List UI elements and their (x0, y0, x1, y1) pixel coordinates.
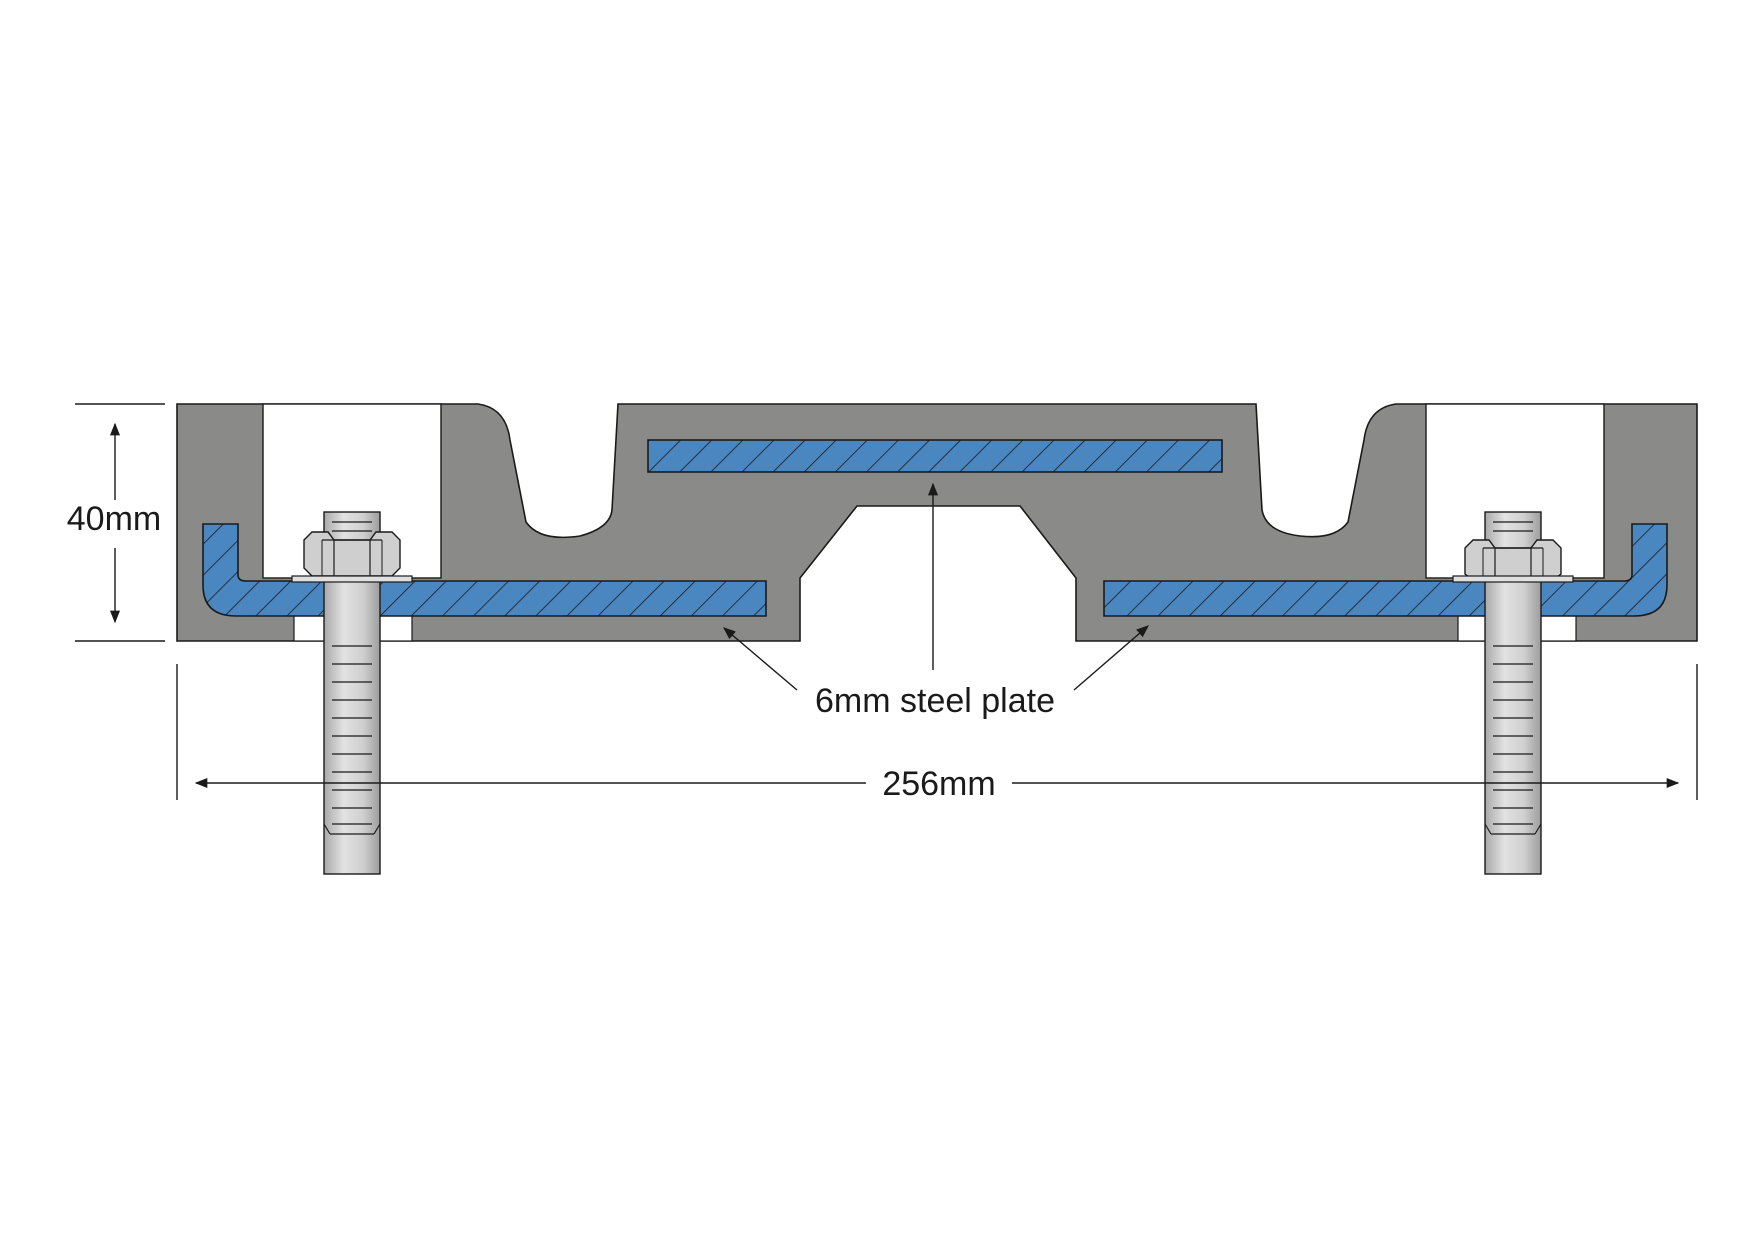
top-steel-plate (647, 439, 1223, 473)
callout-label: 6mm steel plate (815, 682, 1055, 720)
height-dimension (75, 403, 165, 642)
callout-leaders (723, 482, 1149, 691)
left-washer (291, 575, 413, 583)
right-hex-nut (1464, 539, 1562, 581)
height-dimension-label: 40mm (67, 500, 161, 538)
right-washer (1452, 575, 1574, 583)
width-dimension (176, 664, 1698, 800)
width-dimension-label: 256mm (882, 765, 995, 803)
